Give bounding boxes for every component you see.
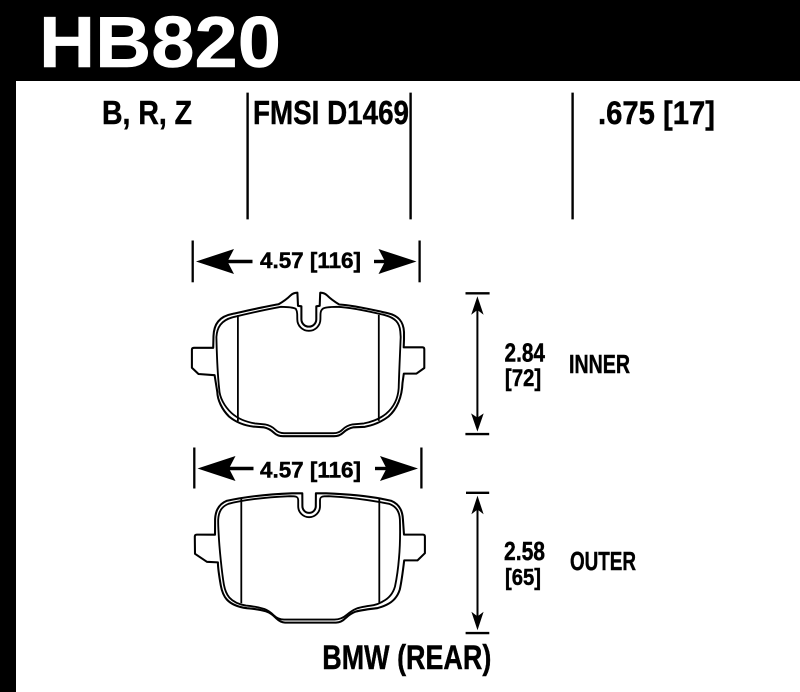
svg-text:2.84: 2.84 <box>505 339 546 367</box>
svg-text:BMW (REAR): BMW (REAR) <box>322 639 491 677</box>
svg-text:OUTER: OUTER <box>570 546 636 576</box>
svg-text:INNER: INNER <box>569 349 630 379</box>
svg-text:2.58: 2.58 <box>504 538 545 566</box>
svg-text:4.57 [116]: 4.57 [116] <box>260 248 361 273</box>
svg-text:B, R, Z: B, R, Z <box>102 95 192 132</box>
svg-text:[72]: [72] <box>505 365 541 392</box>
svg-text:4.57 [116]: 4.57 [116] <box>260 458 361 483</box>
svg-text:[65]: [65] <box>505 564 541 590</box>
svg-text:.675 [17]: .675 [17] <box>598 94 715 131</box>
svg-text:HB820: HB820 <box>39 3 281 83</box>
svg-text:FMSI D1469: FMSI D1469 <box>253 95 409 132</box>
